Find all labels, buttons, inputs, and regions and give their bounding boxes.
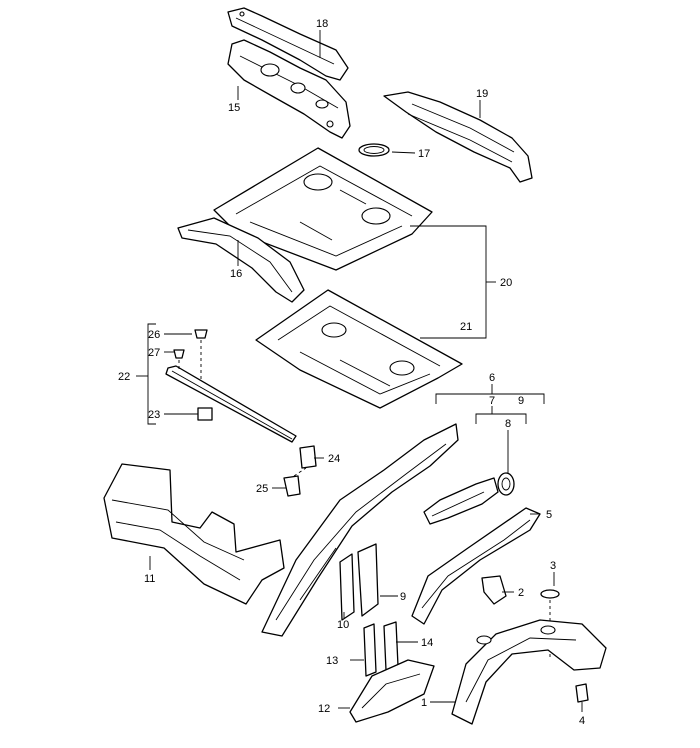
callout-4: 4 [579,715,585,727]
callout-10: 10 [337,619,349,631]
callout-13: 13 [326,655,338,667]
part-16-side-rail [177,217,305,303]
part-2-bracket [481,575,507,605]
part-10-bracket [339,553,355,621]
part-4-clip [575,683,589,703]
callout-16: 16 [230,268,242,280]
callout-3: 3 [550,560,556,572]
callout-9-lower: 9 [400,591,406,603]
part-27-clip [173,349,185,370]
callout-5: 5 [546,509,552,521]
part-12-bracket [349,659,435,723]
part-19-cross-member [383,91,533,183]
callout-24: 24 [328,453,340,465]
part-1-wheel-house [451,619,607,725]
part-24-bracket [299,445,317,469]
callout-7: 7 [489,395,495,407]
callout-2: 2 [518,587,524,599]
callout-21: 21 [460,321,472,333]
part-5-arch-member [411,507,541,625]
part-9-bracket [357,543,379,617]
part-14-bracket [383,621,399,671]
callout-25: 25 [256,483,268,495]
callout-18: 18 [316,18,328,30]
part-15-rear-panel [227,39,351,139]
callout-9-upper: 9 [518,395,524,407]
part-8-bushing [497,472,515,496]
callout-20: 20 [500,277,512,289]
part-17-grommet [358,143,390,157]
callout-23: 23 [148,409,160,421]
callout-14: 14 [421,637,433,649]
part-25-sensor [283,467,307,497]
callout-17: 17 [418,148,430,160]
callout-6: 6 [489,372,495,384]
callout-1: 1 [421,697,427,709]
callout-15: 15 [228,102,240,114]
part-26-clip [194,329,208,382]
part-6-side-member [261,423,459,637]
part-23-fastener [197,407,213,421]
callout-19: 19 [476,88,488,100]
part-18-rear-panel-upper [227,7,349,81]
callout-12: 12 [318,703,330,715]
callout-8: 8 [505,418,511,430]
callout-27: 27 [148,347,160,359]
callout-labels: 18 15 19 17 16 20 21 26 27 22 23 24 25 1… [118,18,585,727]
part-22-brace-bar [165,365,297,443]
leader-lines [136,30,583,712]
part-11-tunnel-assembly [103,463,285,605]
callout-26: 26 [148,329,160,341]
callout-11: 11 [144,573,155,585]
part-7-member-section [423,477,499,525]
part-21-floor-panel-lower [255,289,463,409]
callout-22: 22 [118,371,130,383]
part-13-bracket [363,623,377,677]
